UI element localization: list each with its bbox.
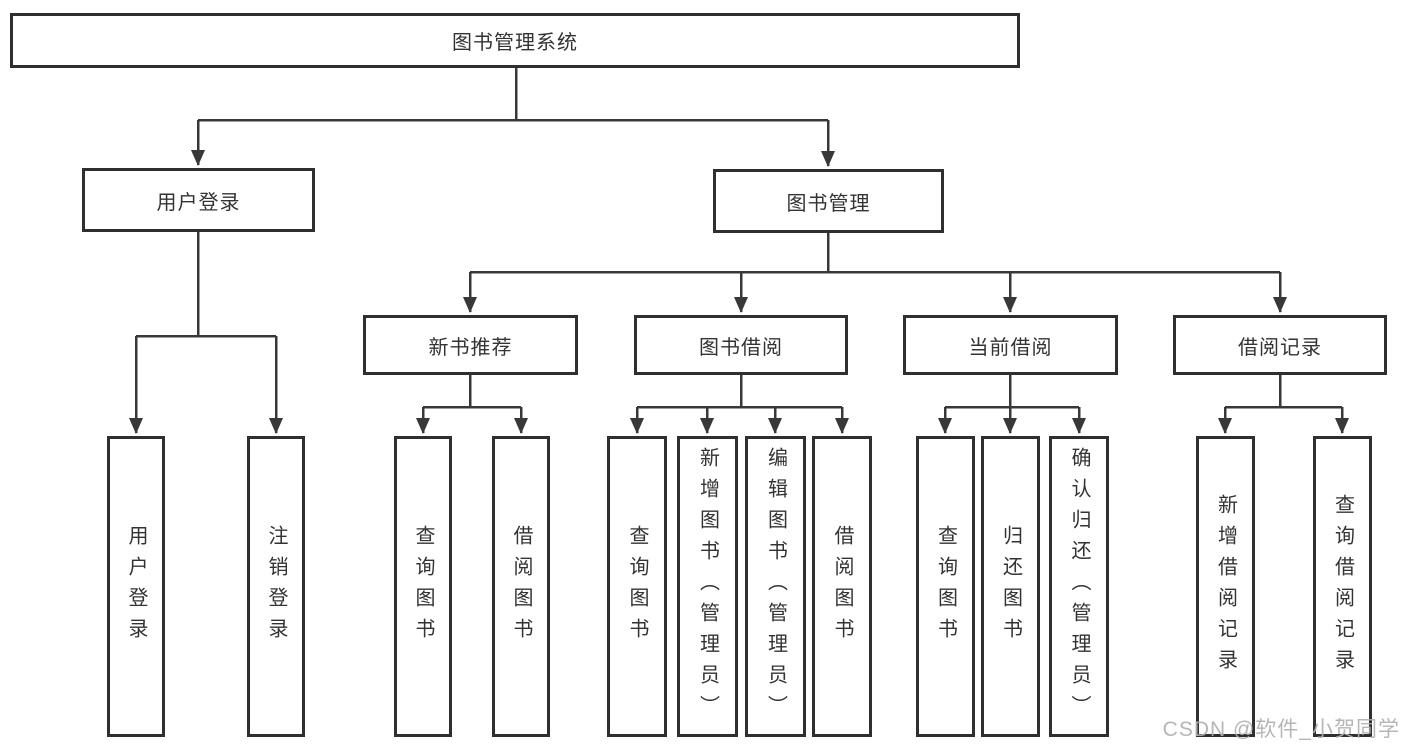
node-book-management-label: 图书管理 [786,192,871,215]
leaf-query-books-3-label: 查询图书 [934,524,957,649]
leaf-query-books-2-label: 查询图书 [626,524,648,649]
leaf-query-books-1: 查询图书 [394,436,452,737]
node-root-system: 图书管理系统 [10,13,1020,68]
leaf-borrow-books-1: 借阅图书 [492,436,550,737]
leaf-user-login-label: 用户登录 [125,524,147,649]
leaf-add-borrow-record-label: 新增借阅记录 [1214,493,1237,680]
node-book-management: 图书管理 [713,169,944,233]
leaf-query-books-2: 查询图书 [607,436,667,737]
node-borrow-records-label: 借阅记录 [1238,336,1322,359]
leaf-return-books-label: 归还图书 [999,524,1022,649]
csdn-watermark: CSDN @软件_小贺同学 [1162,718,1400,741]
node-new-book-recommend: 新书推荐 [363,315,578,375]
node-new-book-recommend-label: 新书推荐 [428,336,513,359]
leaf-query-books-1-label: 查询图书 [412,524,434,649]
node-user-login: 用户登录 [82,168,315,232]
node-borrow-records: 借阅记录 [1173,315,1387,375]
leaf-add-book-admin-label: 新增图书（管理员） [696,447,719,726]
leaf-logout-label: 注销登录 [265,524,287,649]
node-current-borrow-label: 当前借阅 [968,336,1053,359]
leaf-query-books-3: 查询图书 [916,436,975,737]
leaf-borrow-books-2-label: 借阅图书 [831,524,853,649]
leaf-confirm-return-admin-label: 确认归还（管理员） [1068,447,1090,726]
leaf-edit-book-admin-label: 编辑图书（管理员） [764,447,787,726]
leaf-confirm-return-admin: 确认归还（管理员） [1049,436,1109,737]
leaf-edit-book-admin: 编辑图书（管理员） [745,436,806,737]
leaf-return-books: 归还图书 [981,436,1040,737]
leaf-add-book-admin: 新增图书（管理员） [677,436,738,737]
leaf-borrow-books-2: 借阅图书 [812,436,872,737]
node-current-borrow: 当前借阅 [903,315,1118,375]
leaf-borrow-books-1-label: 借阅图书 [510,524,532,649]
node-book-borrow-label: 图书借阅 [699,336,783,359]
leaf-user-login: 用户登录 [107,436,165,737]
leaf-logout: 注销登录 [247,436,305,737]
node-user-login-label: 用户登录 [156,191,241,214]
leaf-add-borrow-record: 新增借阅记录 [1196,436,1255,737]
leaf-query-borrow-record: 查询借阅记录 [1313,436,1372,737]
node-root-label: 图书管理系统 [452,32,578,54]
node-book-borrow: 图书借阅 [634,315,848,375]
leaf-query-borrow-record-label: 查询借阅记录 [1331,493,1354,680]
